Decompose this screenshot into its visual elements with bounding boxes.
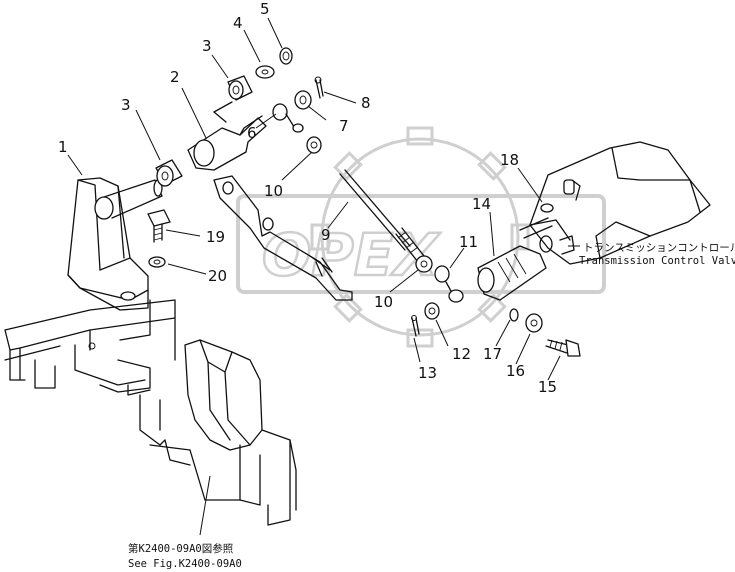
callout-19: 19 bbox=[206, 228, 225, 246]
callout-6: 6 bbox=[247, 124, 257, 142]
callout-12: 12 bbox=[452, 345, 471, 363]
part-19-bolt bbox=[147, 209, 171, 243]
part-10-nut-lower bbox=[415, 255, 433, 273]
part-18-pin bbox=[540, 203, 554, 213]
callout-17: 17 bbox=[483, 345, 502, 363]
callout-7: 7 bbox=[339, 117, 349, 135]
part-11-rod-end bbox=[434, 265, 464, 303]
callout-15: 15 bbox=[538, 378, 557, 396]
part-6-rod-end bbox=[272, 103, 304, 133]
yoke-rod-assembly bbox=[213, 175, 353, 301]
reference-label-en: See Fig.K2400-09A0 bbox=[128, 558, 242, 570]
callout-16: 16 bbox=[506, 362, 525, 380]
frame-structure bbox=[4, 299, 297, 526]
part-5-snap-ring bbox=[279, 47, 293, 65]
part-13-cotter-pin bbox=[411, 315, 420, 337]
part-17-washer bbox=[509, 308, 519, 322]
callout-9: 9 bbox=[321, 226, 331, 244]
callout-numbers: 1 2 3 3 4 5 6 7 8 9 10 10 11 12 13 14 15… bbox=[58, 0, 557, 396]
reference-label-jp: 第K2400-09A0図参照 bbox=[128, 542, 234, 555]
callout-4: 4 bbox=[233, 14, 243, 32]
callout-3-upper: 3 bbox=[202, 37, 212, 55]
part-1-bracket bbox=[67, 177, 163, 311]
part-16-nut bbox=[525, 313, 543, 333]
callout-10-lower: 10 bbox=[374, 293, 393, 311]
valve-label-en: Transmission Control Valve bbox=[579, 255, 735, 267]
part-20-washer bbox=[148, 256, 166, 268]
callout-18: 18 bbox=[500, 151, 519, 169]
callout-3-lower: 3 bbox=[121, 96, 131, 114]
reference-label: 第K2400-09A0図参照 See Fig.K2400-09A0 bbox=[128, 542, 242, 570]
callout-14: 14 bbox=[472, 195, 491, 213]
part-10-nut-upper bbox=[306, 136, 322, 154]
watermark-gear-icon bbox=[236, 126, 606, 348]
part-2-lever bbox=[187, 101, 267, 171]
part-8-cotter-pin bbox=[314, 76, 324, 99]
part-3-bearing-upper bbox=[227, 75, 253, 101]
part-7-nut bbox=[294, 90, 312, 110]
callout-5: 5 bbox=[260, 0, 270, 18]
callout-1: 1 bbox=[58, 138, 68, 156]
part-14-actuator bbox=[477, 217, 553, 301]
valve-label-jp: トランスミッションコントロールバルブ bbox=[583, 241, 735, 254]
watermark: OPEX bbox=[236, 126, 606, 348]
callout-11: 11 bbox=[459, 233, 478, 251]
part-9-control-rod bbox=[339, 169, 425, 263]
callout-20: 20 bbox=[208, 267, 227, 285]
part-15-bolt bbox=[545, 339, 581, 357]
part-12-nut bbox=[424, 302, 440, 320]
callout-13: 13 bbox=[418, 364, 437, 382]
callout-2: 2 bbox=[170, 68, 180, 86]
callout-8: 8 bbox=[361, 94, 371, 112]
callout-10-upper: 10 bbox=[264, 182, 283, 200]
leader-lines bbox=[67, 17, 580, 536]
watermark-text: OPEX bbox=[262, 221, 441, 289]
transmission-control-valve bbox=[529, 141, 711, 265]
valve-label: トランスミッションコントロールバルブ Transmission Control … bbox=[579, 241, 735, 267]
part-3-bearing-lower bbox=[155, 159, 183, 187]
part-4-washer bbox=[255, 65, 275, 79]
